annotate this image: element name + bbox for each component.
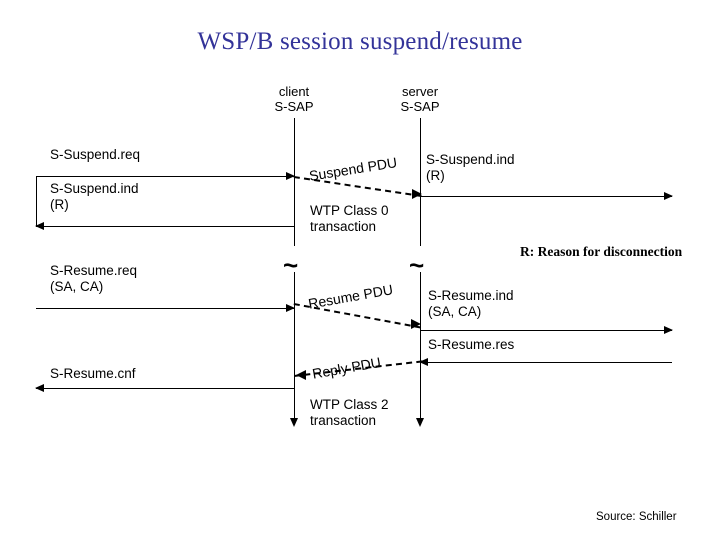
server-lifeline-lower <box>420 272 421 420</box>
arrow-head-icon <box>664 192 673 201</box>
lifeline-break-tilde-server: ~ <box>409 250 425 280</box>
reason-legend-note: R: Reason for disconnection <box>520 244 683 259</box>
pdu-arrow-head-resume-icon <box>411 319 421 329</box>
arrow-resume-res <box>419 358 672 367</box>
arrow-head-icon <box>664 326 673 335</box>
pdu-arrow-head-reply-icon <box>296 370 306 380</box>
transaction-label-class0: WTP Class 0 transaction <box>310 203 389 234</box>
server-sap-label: server S-SAP <box>400 84 440 114</box>
source-credit: Source: Schiller <box>596 511 677 523</box>
arrow-head-icon <box>419 358 428 367</box>
page-title: WSP/B session suspend/resume <box>197 28 523 55</box>
client-lifeline-upper <box>294 118 295 246</box>
primitive-label-suspend-ind-server: S-Suspend.ind (R) <box>426 152 515 183</box>
server-lifeline-end-arrow-icon <box>416 418 424 427</box>
arrow-suspend-req <box>36 172 295 181</box>
transaction-label-class2: WTP Class 2 transaction <box>310 397 389 428</box>
arrow-head-icon <box>35 384 44 393</box>
lifeline-break-tilde-client: ~ <box>283 250 299 280</box>
primitive-label-resume-ind-server: S-Resume.ind (SA, CA) <box>428 288 514 319</box>
pdu-arrow-head-suspend-icon <box>412 189 422 199</box>
primitive-label-resume-cnf: S-Resume.cnf <box>50 366 136 381</box>
arrow-resume-req <box>36 304 295 313</box>
pdu-label-suspend: Suspend PDU <box>308 154 399 184</box>
client-lifeline-lower <box>294 272 295 420</box>
client-lifeline-end-arrow-icon <box>290 418 298 427</box>
arrow-head-icon <box>35 222 44 231</box>
primitive-label-resume-res: S-Resume.res <box>428 337 515 352</box>
arrow-suspend-ind-client <box>35 222 294 231</box>
arrow-resume-cnf <box>35 384 294 393</box>
primitive-label-suspend-req: S-Suspend.req <box>50 147 141 162</box>
arrow-endtick-client <box>36 176 37 226</box>
arrow-suspend-ind-server <box>420 192 673 201</box>
primitive-label-resume-req: S-Resume.req (SA, CA) <box>50 263 138 294</box>
pdu-label-resume: Resume PDU <box>307 281 395 312</box>
arrow-head-icon <box>286 304 295 313</box>
primitive-label-suspend-ind-client: S-Suspend.ind (R) <box>50 181 139 212</box>
client-sap-label: client S-SAP <box>274 84 314 114</box>
arrow-resume-ind-server <box>420 326 673 335</box>
pdu-label-reply: Reply PDU <box>311 353 382 382</box>
server-lifeline-upper <box>420 118 421 246</box>
arrow-head-icon <box>286 172 295 181</box>
